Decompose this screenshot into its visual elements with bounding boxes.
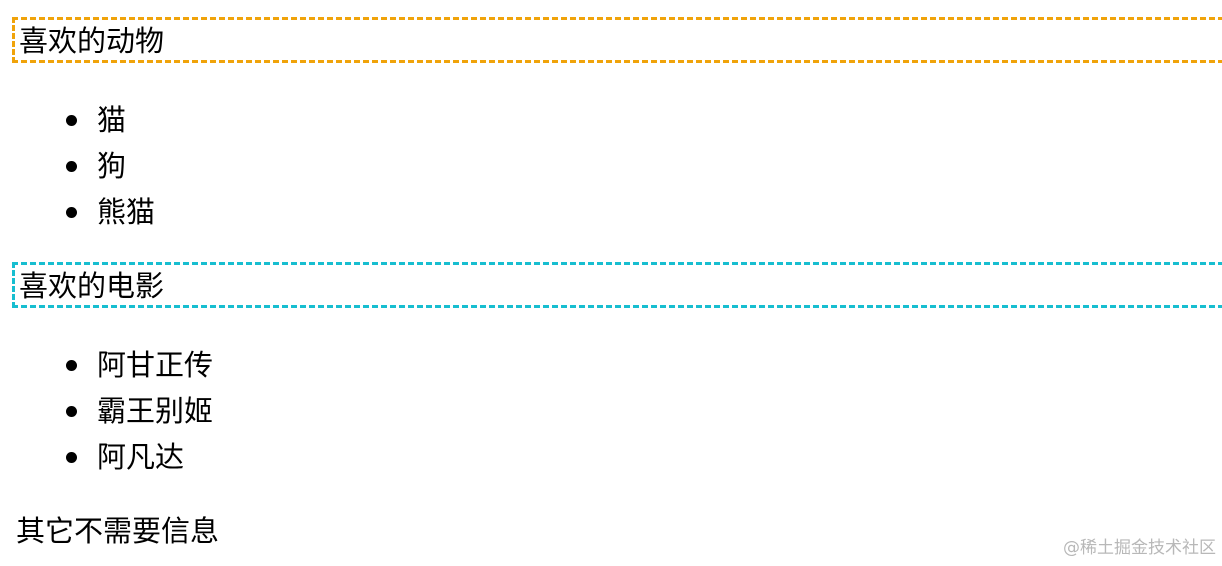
heading-text: 喜欢的电影 bbox=[19, 269, 165, 303]
list-item: 阿凡达 bbox=[0, 434, 213, 480]
bullet-icon bbox=[66, 115, 77, 126]
section-heading-movies: 喜欢的电影 bbox=[12, 262, 1222, 308]
footer-text: 其它不需要信息 bbox=[16, 514, 220, 548]
list-item-text: 霸王别姬 bbox=[97, 394, 214, 428]
movies-list: 阿甘正传 霸王别姬 阿凡达 bbox=[0, 342, 213, 480]
list-item: 阿甘正传 bbox=[0, 342, 213, 388]
list-item-text: 熊猫 bbox=[97, 195, 156, 229]
list-item-text: 狗 bbox=[97, 149, 127, 183]
bullet-icon bbox=[66, 207, 77, 218]
list-item: 霸王别姬 bbox=[0, 388, 213, 434]
list-item-text: 猫 bbox=[97, 103, 127, 137]
animals-list: 猫 狗 熊猫 bbox=[0, 97, 155, 235]
bullet-icon bbox=[66, 452, 77, 463]
list-item: 猫 bbox=[0, 97, 155, 143]
bullet-icon bbox=[66, 406, 77, 417]
bullet-icon bbox=[66, 161, 77, 172]
watermark: @稀土掘金技术社区 bbox=[1063, 538, 1216, 558]
list-item-text: 阿凡达 bbox=[97, 440, 185, 474]
bullet-icon bbox=[66, 360, 77, 371]
list-item-text: 阿甘正传 bbox=[97, 348, 214, 382]
section-heading-animals: 喜欢的动物 bbox=[12, 17, 1222, 63]
list-item: 狗 bbox=[0, 143, 155, 189]
heading-text: 喜欢的动物 bbox=[19, 24, 165, 58]
list-item: 熊猫 bbox=[0, 189, 155, 235]
